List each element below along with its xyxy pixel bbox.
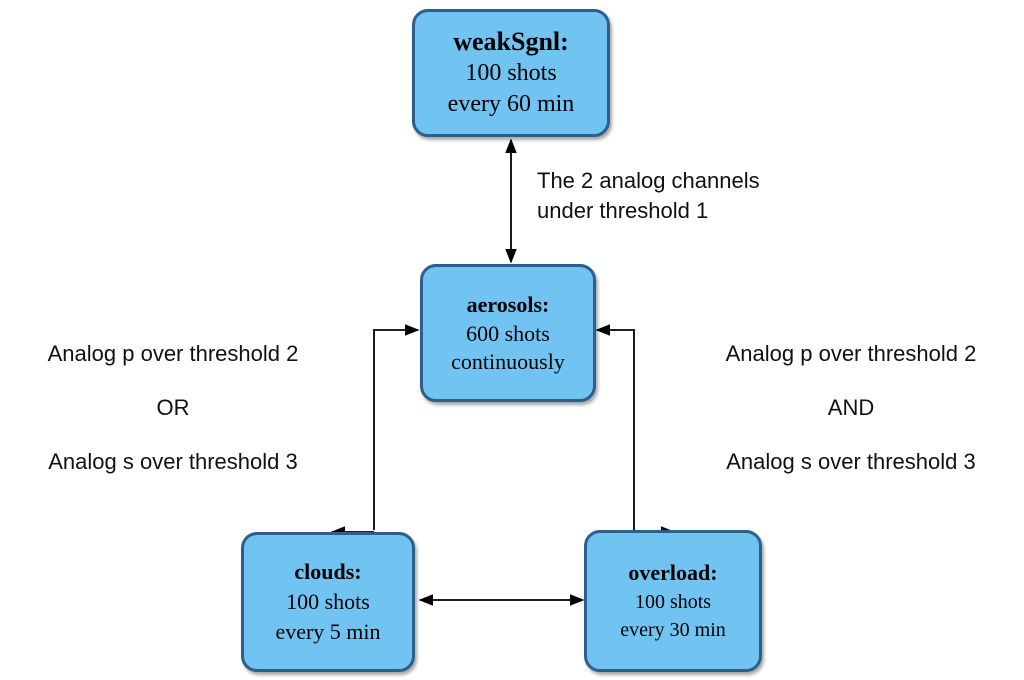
node-overload-line1: 100 shots [634,591,712,613]
node-weaksgnl-line1: 100 shots [465,60,557,86]
node-overload: overload: 100 shots every 30 min [584,530,762,672]
node-weaksgnl-line2: every 60 min [447,91,575,117]
label-right-line2: AND [827,395,875,420]
label-top-condition: The 2 analog channels under threshold 1 [537,168,760,224]
label-right-line3: Analog s over threshold 3 [726,449,976,474]
node-weaksgnl-title: weakSgnl: [453,27,569,56]
node-aerosols-line1: 600 shots [466,321,550,346]
node-clouds-line1: 100 shots [286,589,370,614]
label-left-line3: Analog s over threshold 3 [48,449,298,474]
node-clouds: clouds: 100 shots every 5 min [241,532,415,672]
label-left-line1: Analog p over threshold 2 [47,341,299,366]
label-top-line1: The 2 analog channels [537,168,760,193]
label-right-line1: Analog p over threshold 2 [725,341,977,366]
node-overload-line2: every 30 min [620,619,726,641]
node-aerosols-line2: continuously [451,349,565,374]
node-aerosols-title: aerosols: [466,292,550,317]
node-aerosols: aerosols: 600 shots continuously [420,264,596,402]
arrow-overload-to-aerosols [595,324,635,530]
node-overload-title: overload: [628,560,718,585]
node-clouds-title: clouds: [294,559,362,584]
label-right-condition: Analog p over threshold 2 AND Analog s o… [688,341,1014,475]
arrow-clouds-to-aerosols [373,324,420,530]
label-left-line2: OR [156,395,190,420]
label-top-line2: under threshold 1 [537,198,709,223]
node-clouds-line2: every 5 min [275,619,381,644]
label-left-condition: Analog p over threshold 2 OR Analog s ov… [10,341,336,475]
node-weaksgnl: weakSgnl: 100 shots every 60 min [412,9,610,137]
